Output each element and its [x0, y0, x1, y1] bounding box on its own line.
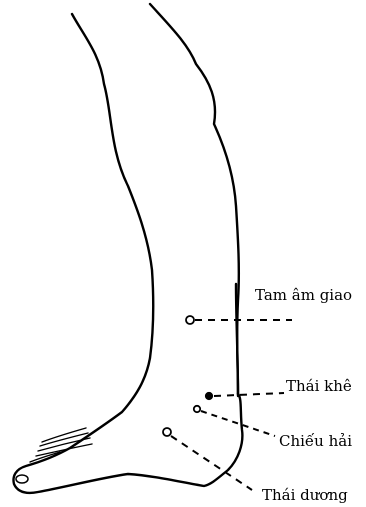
thai-duong-point	[163, 428, 171, 436]
thai-duong-label: Thái dương	[262, 486, 348, 504]
thai-khe-label: Thái khê	[286, 377, 352, 395]
chieu-hai-point	[194, 406, 200, 412]
tam-am-giao-point	[186, 316, 194, 324]
leg-back-contour	[14, 14, 243, 493]
tam-am-giao-label: Tam âm giao	[255, 286, 352, 304]
big-toe-nail	[16, 475, 28, 483]
thai-khe-point	[206, 393, 213, 400]
toe-lines	[30, 428, 92, 462]
leg-front-contour	[150, 4, 239, 394]
thai-khe-leader	[214, 393, 284, 396]
chieu-hai-label: Chiếu hải	[279, 432, 352, 450]
chieu-hai-leader	[201, 411, 275, 436]
